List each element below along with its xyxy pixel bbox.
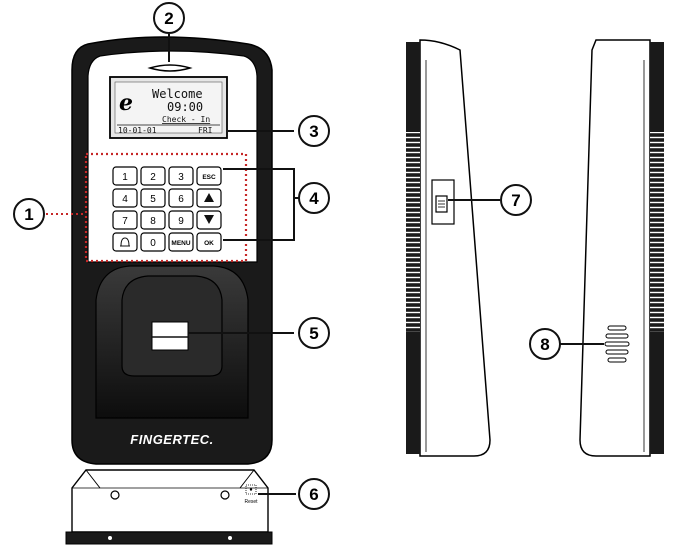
callout-6: 6 [298,478,330,510]
reset-button[interactable] [245,484,257,495]
screen-greeting: Welcome [152,87,203,101]
side-view-left [406,39,491,457]
side-right-vents [650,132,664,332]
svg-text:ESC: ESC [202,174,216,181]
svg-text:9: 9 [178,216,184,227]
key-down[interactable] [196,210,222,230]
svg-text:MENU: MENU [171,240,190,247]
brand-logo: FINGERTEC. [130,432,214,447]
key-up[interactable] [196,188,222,208]
svg-text:1: 1 [122,172,128,183]
callout-8: 8 [529,328,561,360]
callout-4: 4 [298,182,330,214]
key-4[interactable]: 4 [112,188,138,208]
svg-text:5: 5 [309,324,318,343]
svg-text:4: 4 [122,194,128,205]
screen-date: 10-01-01 [118,126,157,135]
svg-text:OK: OK [204,240,214,247]
callout-7: 7 [500,184,532,216]
callout-3: 3 [298,115,330,147]
svg-text:5: 5 [150,194,156,205]
side-view-right [579,39,664,457]
svg-text:7: 7 [511,191,520,210]
side-left-body [419,39,491,457]
key-1[interactable]: 1 [112,166,138,186]
back-plate-view: Reset [65,469,273,545]
svg-text:3: 3 [178,172,184,183]
screen-logo-icon: e [119,90,133,116]
callout-2: 2 [153,2,185,34]
key-8[interactable]: 8 [140,210,166,230]
screw-hole-left [110,490,120,500]
top-sensor-slot [147,64,193,72]
lcd-screen: e Welcome 09:00 Check - In 10-01-01 FRI [109,76,228,139]
reset-label: Reset [244,499,258,505]
back-plate-top [71,469,269,533]
svg-text:6: 6 [309,485,318,504]
svg-text:6: 6 [178,194,184,205]
side-right-vents-bottom [650,332,664,454]
side-right-body [579,39,651,457]
keypad-area-outline [84,152,248,263]
key-0[interactable]: 0 [140,232,166,252]
key-2[interactable]: 2 [140,166,166,186]
screen-status: Check - In [162,115,210,124]
back-plate-base [65,531,273,545]
keypad: 1 2 3 ESC 4 5 6 7 8 9 0 MENU OK [112,166,222,252]
side-right-vents-top [650,42,664,132]
screw-hole-right [220,490,230,500]
key-esc[interactable]: ESC [196,166,222,186]
up-arrow-icon [204,193,214,202]
svg-text:3: 3 [309,122,318,141]
fingerprint-sensor[interactable] [151,321,189,351]
callout-5: 5 [298,317,330,349]
key-9[interactable]: 9 [168,210,194,230]
key-6[interactable]: 6 [168,188,194,208]
svg-text:8: 8 [540,335,549,354]
key-5[interactable]: 5 [140,188,166,208]
key-bell[interactable] [112,232,138,252]
bell-icon [120,237,130,247]
callout-1: 1 [13,198,45,230]
key-ok[interactable]: OK [196,232,222,252]
front-view: e Welcome 09:00 Check - In 10-01-01 FRI … [71,36,273,465]
side-left-vents [406,132,420,332]
side-left-vents-top [406,42,420,132]
svg-text:0: 0 [150,238,156,249]
svg-text:7: 7 [122,216,128,227]
side-left-vents-bottom [406,332,420,454]
key-7[interactable]: 7 [112,210,138,230]
svg-text:8: 8 [150,216,156,227]
key-menu[interactable]: MENU [168,232,194,252]
svg-text:4: 4 [309,189,319,208]
screen-day: FRI [198,126,213,135]
svg-text:2: 2 [150,172,156,183]
key-3[interactable]: 3 [168,166,194,186]
down-arrow-icon [204,215,214,224]
speaker-grille [604,325,630,363]
svg-text:2: 2 [164,9,173,28]
svg-text:1: 1 [24,205,33,224]
screen-time: 09:00 [167,100,203,114]
